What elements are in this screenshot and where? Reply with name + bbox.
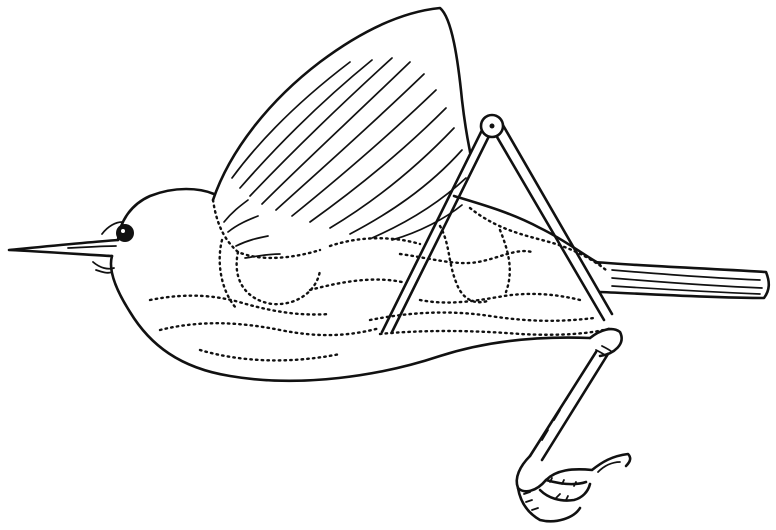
raised-wing: [213, 8, 470, 308]
beak: [9, 240, 118, 256]
leg: [530, 329, 622, 460]
back-outline: [454, 196, 606, 270]
foot: [517, 454, 630, 521]
internal-anatomy: [150, 226, 612, 360]
tail: [595, 262, 769, 298]
